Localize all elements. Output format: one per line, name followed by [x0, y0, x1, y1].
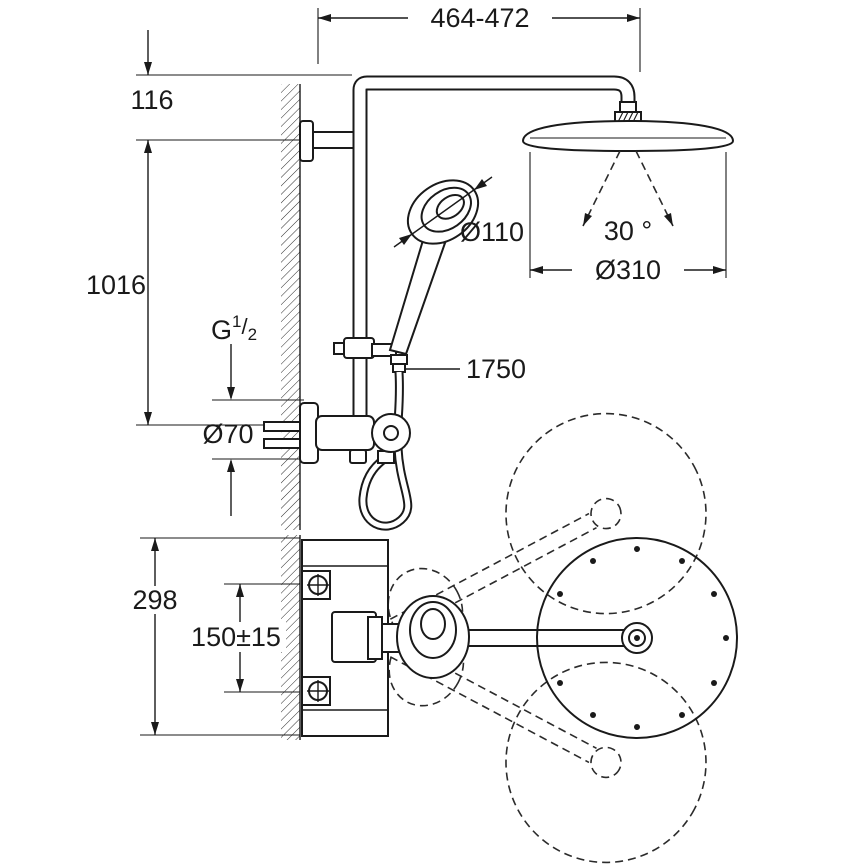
dim-pipe-height: [136, 140, 300, 426]
label-head-diameter: Ø310: [595, 255, 661, 285]
label-plan-depth: 298: [132, 585, 177, 615]
label-supply-spacing: 150±15: [191, 622, 281, 652]
swivel-range-down: [378, 625, 707, 864]
thermostat-valve: [263, 402, 411, 464]
dim-escutcheon-diameter: [212, 458, 304, 516]
dim-handshower-diameter: [393, 176, 493, 248]
head-shower-plan: [536, 537, 738, 739]
head-connector: [614, 101, 642, 123]
wall-elevation: [281, 84, 301, 530]
label-top-width: 464-472: [430, 3, 529, 33]
label-thread: G1/2: [211, 312, 257, 346]
label-handshower-diameter: Ø110: [460, 217, 524, 247]
label-bracket-offset: 116: [130, 85, 173, 115]
dim-plan-depth: [140, 537, 300, 736]
label-hose-length: 1750: [466, 354, 526, 384]
hand-shower: [388, 179, 480, 373]
head-shower: [521, 119, 735, 153]
dim-bracket-offset: [136, 30, 352, 141]
hand-shower-plan: [396, 595, 470, 679]
dim-supply-spacing: [224, 583, 300, 693]
hand-shower-holder: [333, 337, 397, 359]
wall-bracket: [299, 120, 356, 162]
label-spray-angle: 30 °: [604, 216, 652, 246]
label-escutcheon-diameter: Ø70: [202, 419, 253, 449]
nozzle-marks: [557, 546, 729, 730]
labels: 464-472 116 1016 G1/2 Ø70 1750 Ø110 30 °…: [86, 3, 684, 652]
dim-spray-angle: [582, 150, 674, 227]
shower-pipe: [352, 75, 636, 420]
dim-thread: [212, 344, 304, 401]
label-pipe-height: 1016: [86, 270, 146, 300]
wall-plan: [281, 535, 301, 740]
